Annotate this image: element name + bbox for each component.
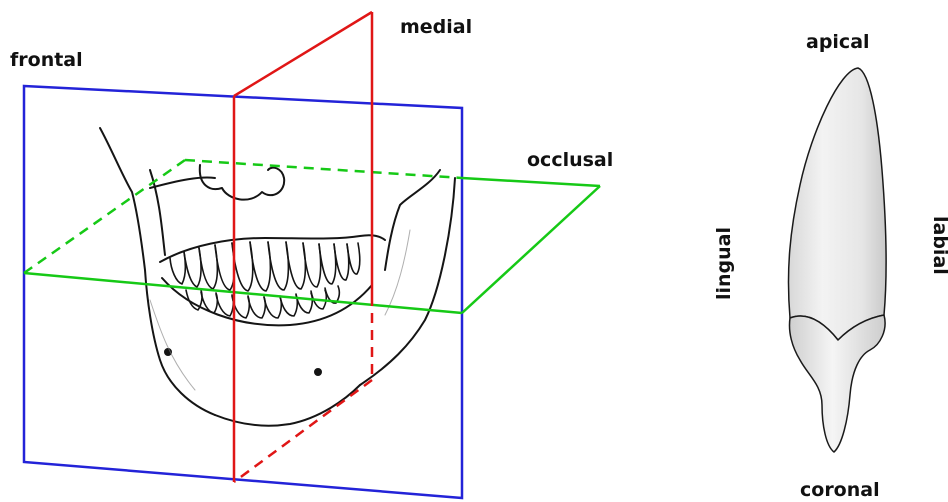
label-occlusal: occlusal (527, 149, 613, 171)
label-lingual: lingual (713, 227, 735, 300)
canine-tooth (787, 67, 887, 453)
nose-outline (198, 164, 286, 201)
upper-teeth (169, 241, 361, 292)
tooth-root (787, 67, 887, 341)
label-medial: medial (400, 16, 472, 38)
right-ramus-back (359, 177, 456, 386)
left-ramus-inner (149, 169, 166, 256)
label-apical: apical (806, 31, 870, 53)
upper-gum-line (159, 234, 386, 263)
tooth-crown (788, 314, 886, 453)
label-coronal: coronal (800, 479, 880, 501)
mandible-sketch (99, 127, 456, 427)
medial-plane (232, 10, 374, 484)
right-ramus-outline (384, 169, 441, 271)
right-foramen (314, 368, 322, 376)
upper-lip-line (149, 176, 216, 189)
label-labial: labial (929, 216, 948, 275)
lower-teeth (185, 285, 341, 319)
chin-outline (214, 384, 361, 427)
left-face-outline (99, 127, 216, 416)
frontal-plane (22, 84, 464, 500)
occlusal-plane (23, 158, 601, 315)
label-frontal: frontal (10, 49, 83, 71)
